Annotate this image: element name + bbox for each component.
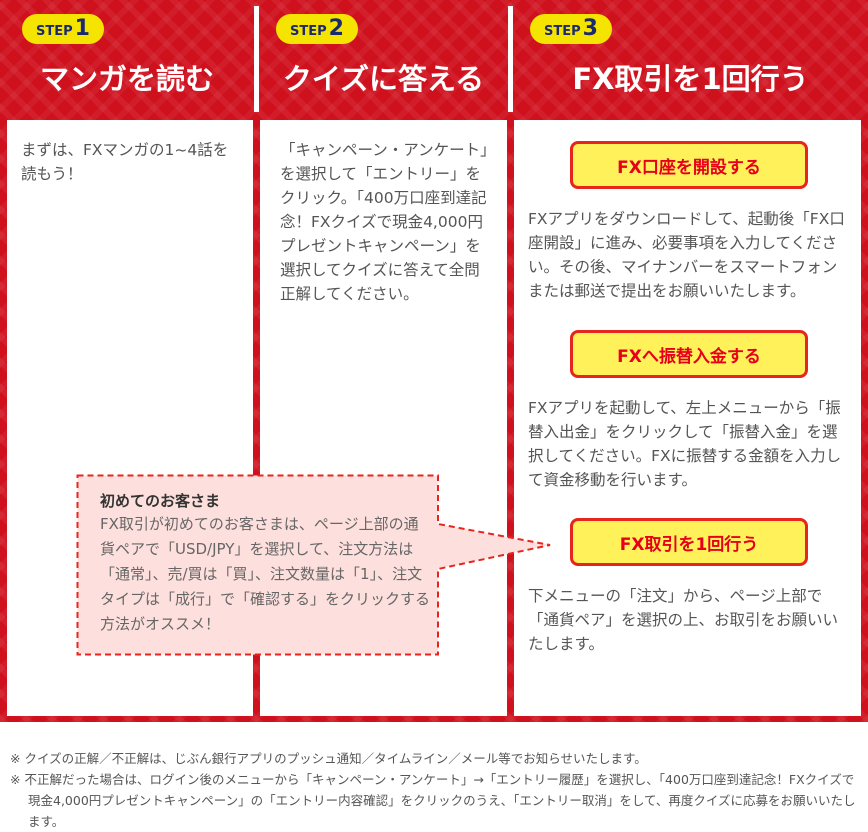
footnote: ※ 不正解だった場合は、ログイン後のメニューから「キャンペーン・アンケート」→「… [10, 772, 856, 829]
step-body-1: まずは、FXマンガの1~4話を読もう！ [21, 141, 229, 183]
fx-trade-button[interactable]: FX取引を1回行う [570, 518, 808, 566]
fx-transfer-button[interactable]: FXへ振替入金する [570, 330, 808, 378]
step-title-2: クイズに答える [282, 62, 485, 96]
step-number: 2 [328, 16, 344, 41]
open-account-text: FXアプリをダウンロードして、起動後「FX口座開設」に進み、必要事項を入力してく… [528, 210, 845, 300]
header-divider [508, 6, 513, 112]
footnotes: ※ クイズの正解／不正解は、じぶん銀行アプリのプッシュ通知／タイムライン／メール… [10, 748, 860, 832]
transfer-text: FXアプリを起動して、左上メニューから「振替入出金」をクリックして「振替入金」を… [528, 399, 842, 489]
step-label: STEP [36, 24, 73, 39]
header-divider [254, 6, 259, 112]
callout-shape [76, 474, 551, 656]
open-fx-account-button[interactable]: FX口座を開設する [570, 141, 808, 189]
callout-text: FX取引が初めてのお客さまは、ページ上部の通貨ペアで「USD/JPY」を選択して… [100, 515, 431, 633]
step-body-2: 「キャンペーン・アンケート」を選択して「エントリー」をクリック。「400万口座到… [280, 141, 488, 303]
step-column-3 [514, 120, 861, 716]
first-time-callout: 初めてのお客さま FX取引が初めてのお客さまは、ページ上部の通貨ペアで「USD/… [76, 474, 552, 656]
step-number: 1 [74, 16, 90, 41]
step-title-1: マンガを読む [39, 62, 214, 96]
footnote: ※ クイズの正解／不正解は、じぶん銀行アプリのプッシュ通知／タイムライン／メール… [10, 751, 647, 766]
step-number: 3 [582, 16, 598, 41]
trade-text: 下メニューの「注文」から、ページ上部で「通貨ペア」を選択の上、お取引をお願いいた… [528, 587, 839, 653]
step-label: STEP [544, 24, 581, 39]
callout-title: 初めてのお客さま [100, 492, 221, 510]
step-label: STEP [290, 24, 327, 39]
step-title-3: FX取引を1回行う [572, 62, 809, 96]
